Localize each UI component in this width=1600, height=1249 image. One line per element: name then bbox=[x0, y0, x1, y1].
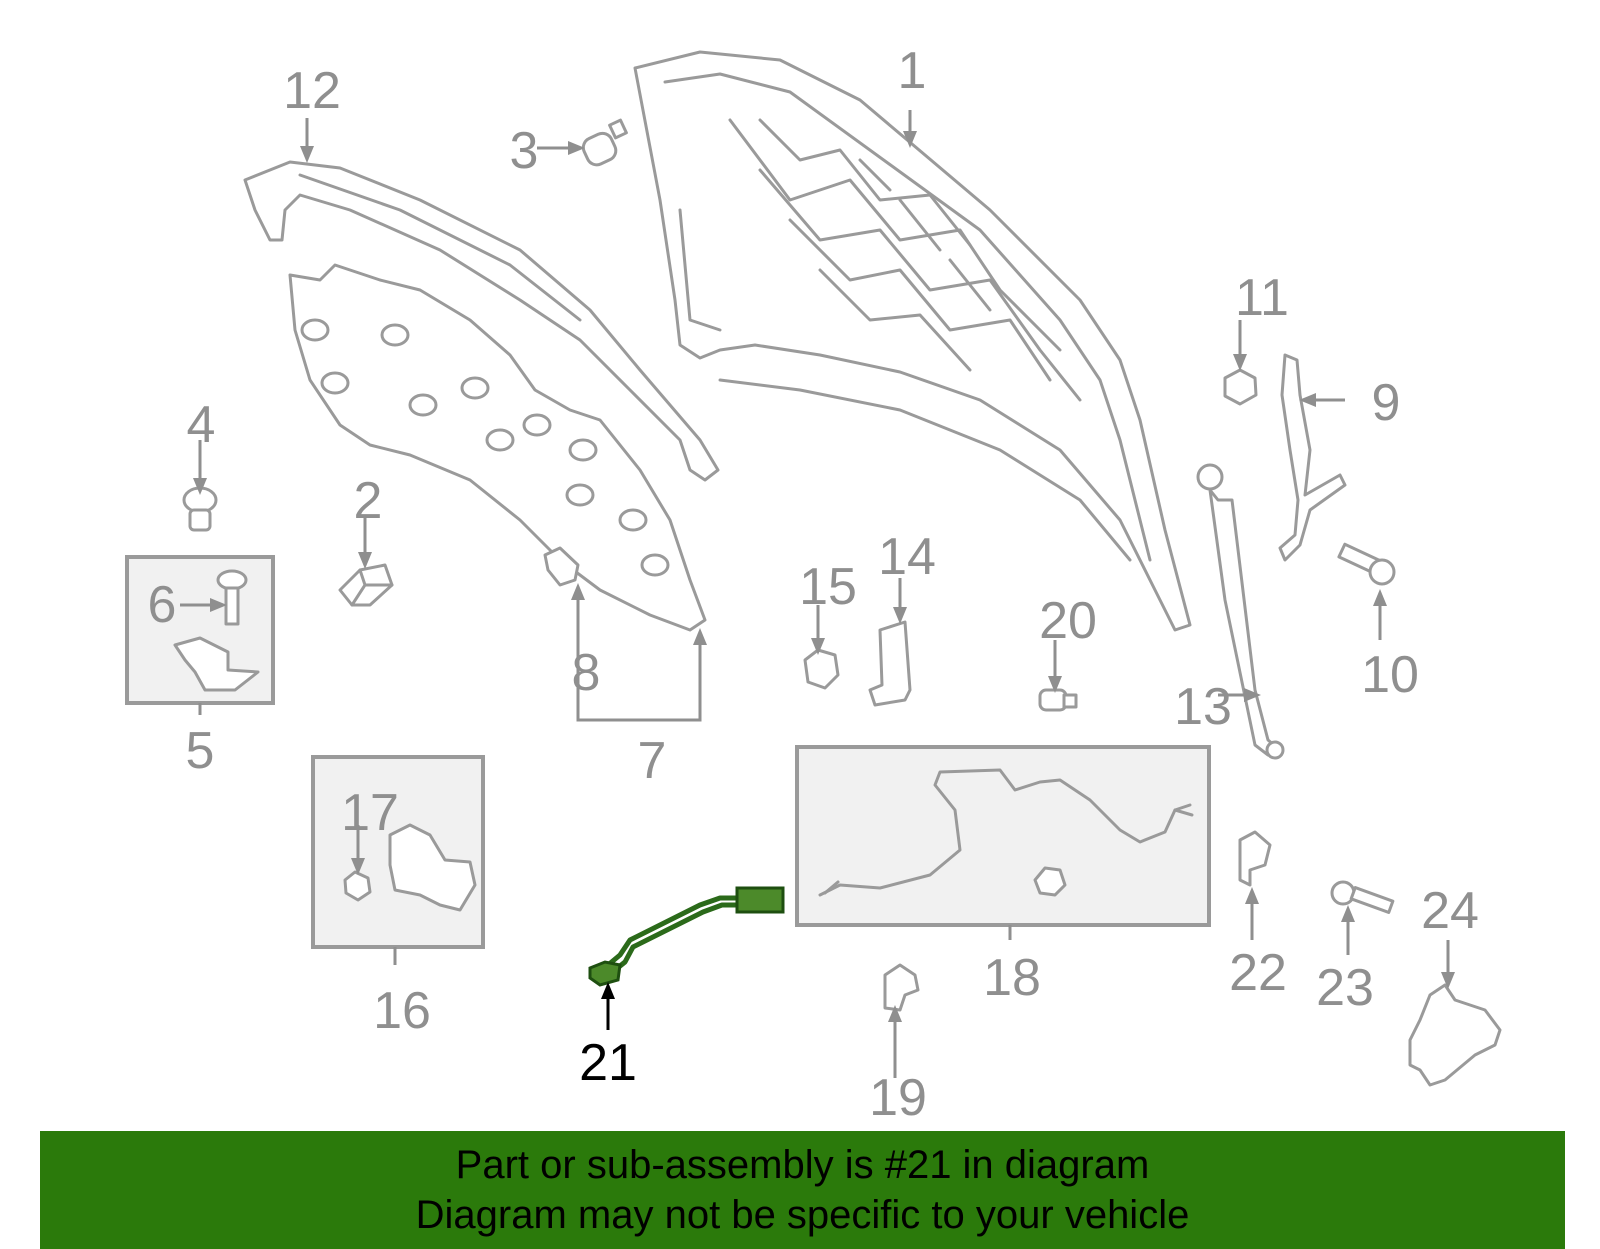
part-13-strut[interactable] bbox=[1196, 463, 1285, 760]
arrowhead-21 bbox=[601, 982, 615, 999]
callout-24: 24 bbox=[1421, 882, 1479, 940]
part-7-insulator[interactable] bbox=[288, 263, 707, 632]
callout-16: 16 bbox=[373, 982, 431, 1040]
part-12-seal[interactable] bbox=[243, 160, 720, 482]
callout-19: 19 bbox=[869, 1069, 927, 1127]
part-22-clip[interactable] bbox=[1238, 830, 1272, 887]
part-8-clip[interactable] bbox=[543, 546, 580, 587]
callout-17: 17 bbox=[341, 784, 399, 842]
part-19-clip[interactable] bbox=[883, 963, 920, 1012]
bracket-7 bbox=[576, 600, 702, 722]
part-9-hinge[interactable] bbox=[1278, 353, 1347, 562]
part-20-bumper[interactable] bbox=[1038, 688, 1078, 712]
callout-8: 8 bbox=[572, 644, 601, 702]
callout-11: 11 bbox=[1235, 269, 1289, 327]
banner-line-2: Diagram may not be specific to your vehi… bbox=[415, 1193, 1190, 1237]
callout-1: 1 bbox=[898, 42, 927, 100]
callout-20: 20 bbox=[1039, 592, 1097, 650]
callout-7: 7 bbox=[638, 732, 667, 790]
callout-2: 2 bbox=[354, 472, 383, 530]
callout-3: 3 bbox=[510, 122, 539, 180]
part-11-nut[interactable] bbox=[1223, 368, 1258, 406]
part-10-bolt[interactable] bbox=[1337, 542, 1396, 586]
part-14-bracket[interactable] bbox=[868, 620, 912, 707]
banner-line-1: Part or sub-assembly is #21 in diagram bbox=[455, 1143, 1150, 1187]
callout-14: 14 bbox=[878, 528, 936, 586]
callout-12: 12 bbox=[283, 62, 341, 120]
part-16-bracket[interactable] bbox=[388, 823, 477, 912]
callout-4: 4 bbox=[187, 396, 216, 454]
callout-15: 15 bbox=[799, 558, 857, 616]
part-23-bolt[interactable] bbox=[1330, 880, 1395, 914]
part-17-nut[interactable] bbox=[343, 870, 372, 902]
callout-18: 18 bbox=[983, 949, 1041, 1007]
callout-9: 9 bbox=[1372, 374, 1401, 432]
part-18-nut[interactable] bbox=[1033, 866, 1067, 897]
part-15-nut[interactable] bbox=[803, 648, 840, 690]
callout-5: 5 bbox=[186, 722, 215, 780]
part-6-bolt[interactable] bbox=[216, 569, 248, 626]
info-banner: Part or sub-assembly is #21 in diagram D… bbox=[40, 1131, 1565, 1249]
callout-21: 21 bbox=[579, 1034, 637, 1092]
callout-13: 13 bbox=[1174, 678, 1232, 736]
part-18-cable[interactable] bbox=[818, 768, 1192, 897]
part-2-bumper[interactable] bbox=[338, 563, 394, 607]
part-24-latch[interactable] bbox=[1408, 983, 1502, 1087]
callout-6: 6 bbox=[148, 576, 177, 634]
callout-23: 23 bbox=[1316, 959, 1374, 1017]
callout-22: 22 bbox=[1229, 944, 1287, 1002]
part-5-bracket[interactable] bbox=[173, 636, 260, 692]
part-21-release-cable[interactable] bbox=[588, 886, 785, 987]
part-3-bumper[interactable] bbox=[580, 118, 628, 168]
arrowhead-7 bbox=[693, 628, 707, 645]
callout-10: 10 bbox=[1361, 646, 1419, 704]
box-18 bbox=[795, 745, 1211, 927]
part-1-hood[interactable] bbox=[633, 50, 1192, 632]
